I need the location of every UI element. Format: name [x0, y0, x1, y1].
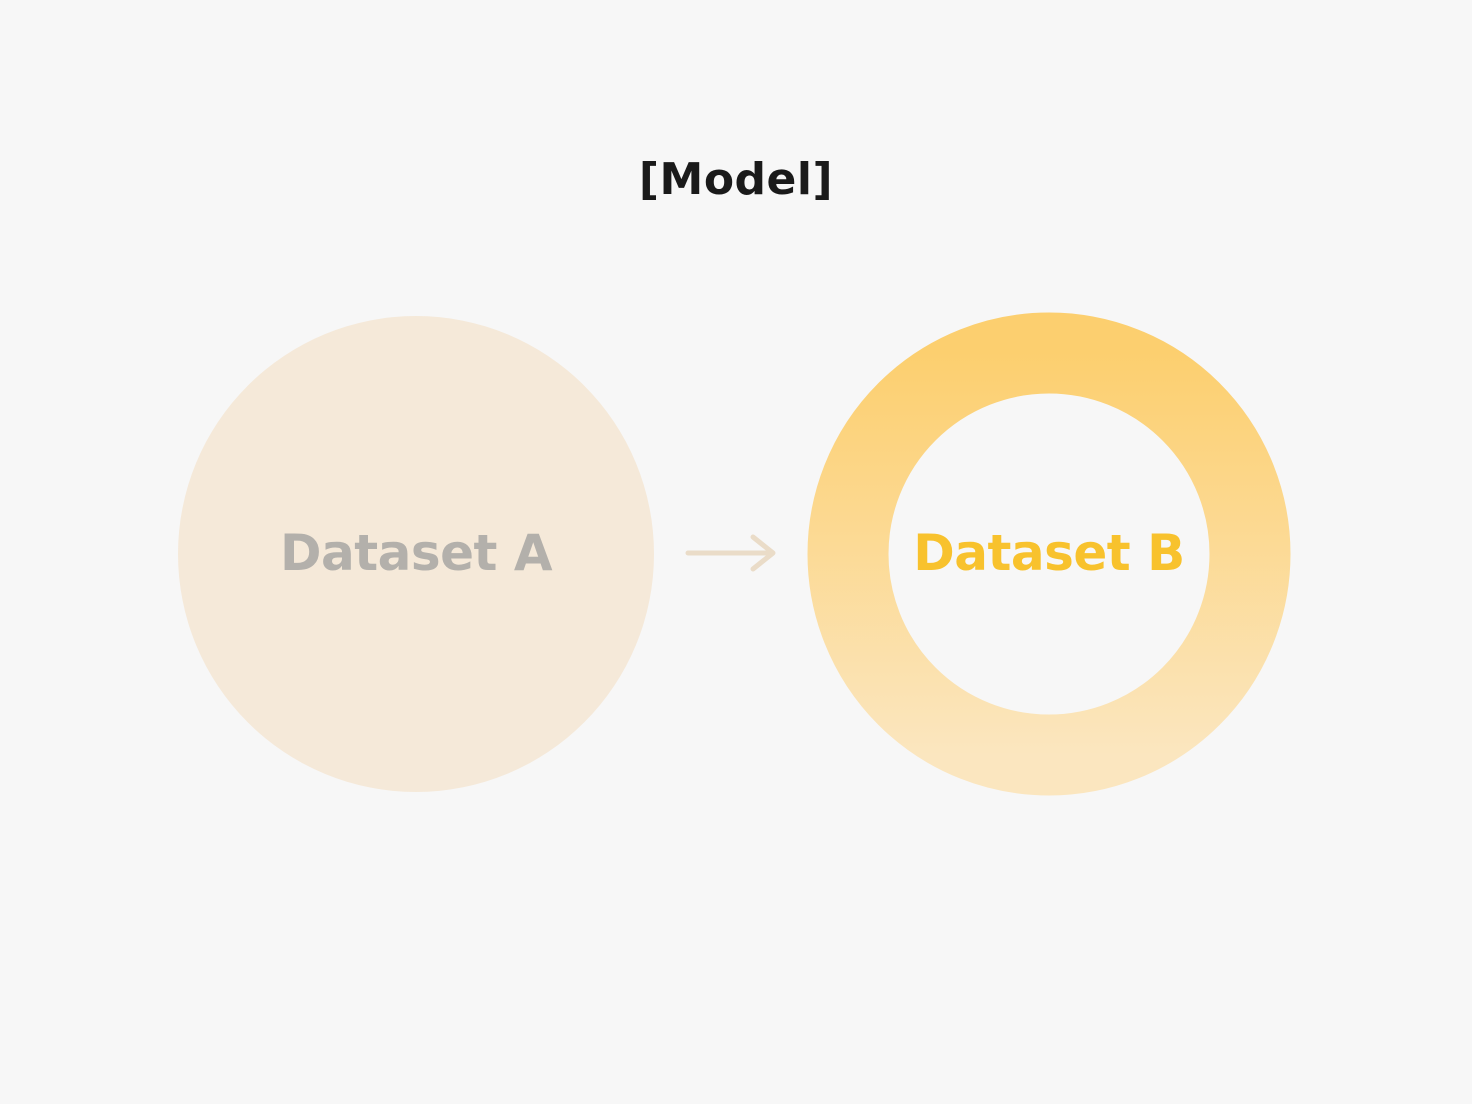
- right-arrow-icon: [685, 534, 776, 572]
- dataset-a-circle: [178, 316, 654, 792]
- dataset-b-ring: [807, 312, 1291, 796]
- dataset-a-label: Dataset A: [279, 524, 553, 582]
- dataset-b-label: Dataset B: [913, 524, 1185, 582]
- diagram-title: [Model]: [638, 154, 834, 205]
